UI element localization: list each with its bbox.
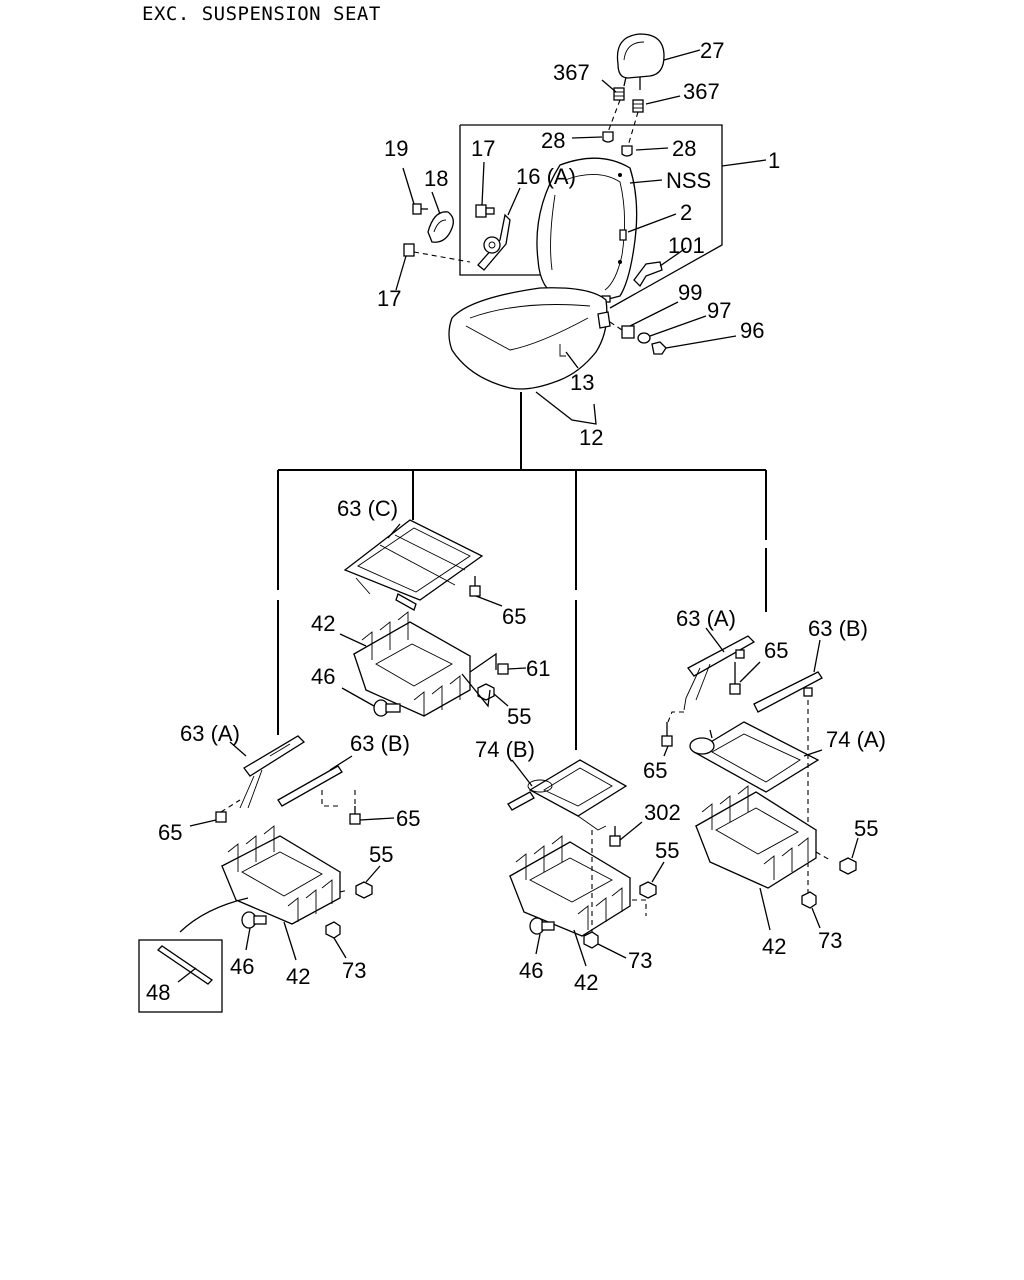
seat-cushion xyxy=(448,287,611,390)
label-367-left: 367 xyxy=(553,60,590,85)
label-42-left: 42 xyxy=(286,964,310,989)
label-63c: 63 (C) xyxy=(337,496,398,521)
label-48: 48 xyxy=(146,980,170,1005)
nut-73-left xyxy=(325,921,341,939)
label-61: 61 xyxy=(526,656,550,681)
label-74b: 74 (B) xyxy=(475,737,535,762)
label-65-right-b: 65 xyxy=(643,758,667,783)
diagram-title: EXC. SUSPENSION SEAT xyxy=(142,3,381,25)
label-101: 101 xyxy=(668,233,705,258)
headrest xyxy=(616,33,665,90)
label-65-top: 65 xyxy=(502,604,526,629)
label-46-left: 46 xyxy=(230,954,254,979)
slide-frame-74b xyxy=(507,759,628,831)
label-16a: 16 (A) xyxy=(516,164,576,189)
label-55-center: 55 xyxy=(655,838,679,863)
nut-55-left xyxy=(339,881,373,899)
label-302: 302 xyxy=(644,800,681,825)
riser-42-center xyxy=(508,830,632,937)
label-42-right: 42 xyxy=(762,934,786,959)
recliner-cover-18 xyxy=(427,211,454,243)
bolts-65-right xyxy=(661,662,741,747)
bolts-65-left xyxy=(215,790,361,825)
nut-73-right xyxy=(801,891,817,909)
bolt-17 xyxy=(475,204,495,218)
leader-lines xyxy=(177,49,859,983)
label-19: 19 xyxy=(384,136,408,161)
label-65-right-a: 65 xyxy=(764,638,788,663)
label-65-left-b: 65 xyxy=(396,806,420,831)
label-63b-left: 63 (B) xyxy=(350,731,410,756)
label-2: 2 xyxy=(680,200,692,225)
label-17-upper: 17 xyxy=(471,136,495,161)
label-46-center: 46 xyxy=(519,958,543,983)
label-63b-right: 63 (B) xyxy=(808,616,868,641)
recliner-bracket-16a xyxy=(477,213,511,271)
label-12: 12 xyxy=(579,425,603,450)
label-55-left: 55 xyxy=(369,842,393,867)
label-96: 96 xyxy=(740,318,764,343)
label-63a-right: 63 (A) xyxy=(676,606,736,631)
cable-48 xyxy=(179,897,249,933)
backrest-box xyxy=(459,124,723,309)
label-28-left: 28 xyxy=(541,128,565,153)
slide-rail-63b-right xyxy=(753,671,823,713)
label-73-left: 73 xyxy=(342,958,366,983)
label-97: 97 xyxy=(707,298,731,323)
bolt-46-left xyxy=(241,911,267,929)
backrest xyxy=(536,157,638,303)
screw-19 xyxy=(412,203,428,215)
slide-rail-63c xyxy=(343,519,484,611)
label-17-lower: 17 xyxy=(377,286,401,311)
bolt-61-nut-55-upper xyxy=(461,652,509,708)
label-42-center: 42 xyxy=(574,970,598,995)
label-99: 99 xyxy=(678,280,702,305)
label-63a-left: 63 (A) xyxy=(180,721,240,746)
label-73-right: 73 xyxy=(818,928,842,953)
bolt-46-upper xyxy=(373,699,401,717)
riser-42-upper xyxy=(352,611,472,717)
slide-frame-74a xyxy=(689,700,820,896)
slide-rail-63b-left xyxy=(277,765,343,807)
label-65-left-a: 65 xyxy=(158,820,182,845)
nut-55-center xyxy=(632,881,657,916)
assembly-tree-lines xyxy=(277,392,767,750)
headrest-guides xyxy=(602,87,644,157)
label-nss: NSS xyxy=(666,168,711,193)
bolt-302 xyxy=(609,826,621,847)
label-13: 13 xyxy=(570,370,594,395)
label-28-right: 28 xyxy=(672,136,696,161)
callout-labels: 27 367 367 28 28 1 19 18 17 16 (A) NSS 2… xyxy=(146,38,886,1005)
clip-2 xyxy=(619,229,627,241)
riser-42-right xyxy=(694,785,818,889)
label-73-center: 73 xyxy=(628,948,652,973)
label-18: 18 xyxy=(424,166,448,191)
riser-42-left xyxy=(220,825,342,925)
bolt-99-washer-97-nut-96 xyxy=(609,321,667,355)
recliner-lever xyxy=(633,261,663,288)
label-27: 27 xyxy=(700,38,724,63)
label-367-right: 367 xyxy=(683,79,720,104)
nut-73-center xyxy=(583,931,599,949)
label-74a: 74 (A) xyxy=(826,727,886,752)
bolt-17b xyxy=(403,243,471,263)
label-55-right: 55 xyxy=(854,816,878,841)
bolt-46-center xyxy=(529,917,555,935)
slide-rail-63a-right xyxy=(667,635,756,723)
nut-55-right xyxy=(815,851,857,875)
label-55-upper: 55 xyxy=(507,704,531,729)
label-1: 1 xyxy=(768,148,780,173)
label-46-upper: 46 xyxy=(311,664,335,689)
label-42-upper: 42 xyxy=(311,611,335,636)
bolt-65-top xyxy=(469,576,481,597)
inset-box-48 xyxy=(138,939,223,1013)
slide-rail-63a-left xyxy=(239,735,306,809)
